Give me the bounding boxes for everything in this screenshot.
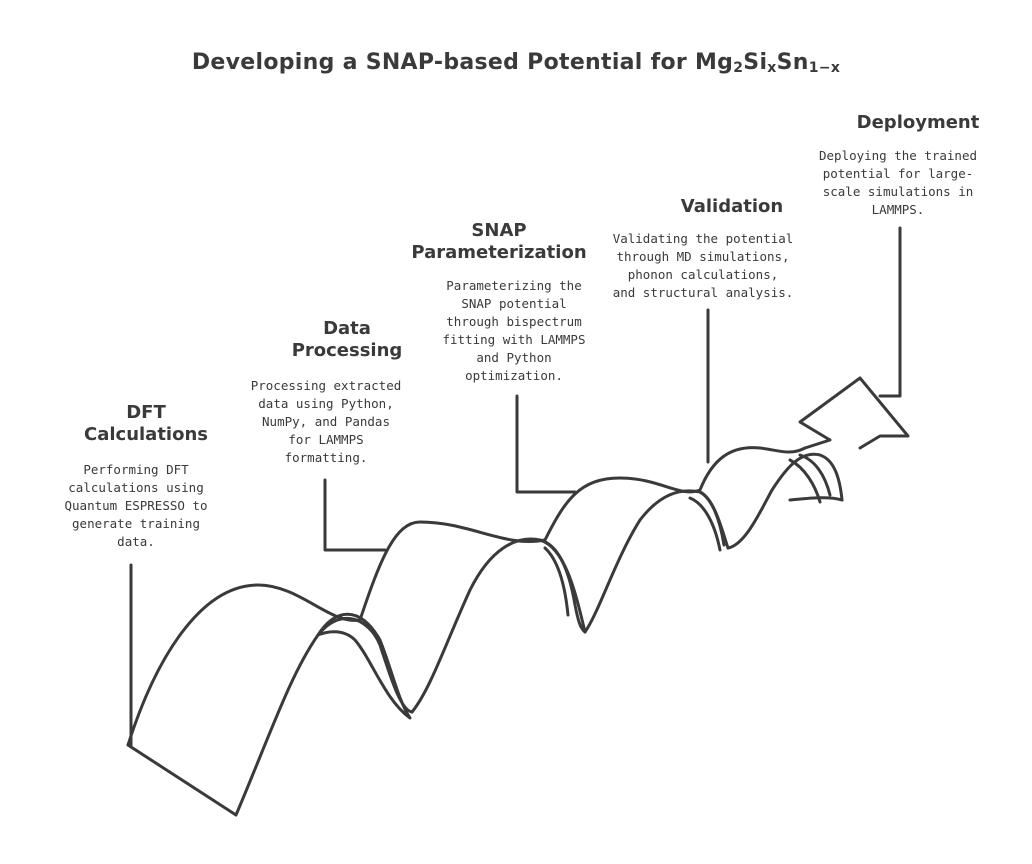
step-2-desc-line-5: formatting. (284, 450, 368, 465)
step-1-desc-line-1: Performing DFT (83, 462, 189, 477)
step-1-desc-line-3: Quantum ESPRESSO to (64, 498, 208, 513)
title-sub-x: x (767, 60, 777, 76)
diagram-title: Developing a SNAP-based Potential for Mg… (0, 50, 1032, 76)
title-prefix: Developing a SNAP-based Potential for Mg (191, 50, 734, 75)
ribbon-tail (788, 496, 844, 502)
step-2-title: Data Processing (267, 318, 427, 362)
step-4-title-line-1: Validation (680, 196, 784, 217)
step-4-desc-line-2: through MD simulations, (616, 249, 790, 264)
title-sn: Sn (776, 50, 809, 75)
step-4-description: Validating the potential through MD simu… (588, 230, 818, 302)
title-si: Si (743, 50, 768, 75)
step-2-desc-line-2: data using Python, (258, 396, 394, 411)
step-2-description: Processing extracted data using Python, … (226, 377, 426, 467)
ribbon-hump-4 (726, 452, 844, 550)
step-5-desc-line-1: Deploying the trained (818, 148, 978, 163)
step-5-description: Deploying the trained potential for larg… (798, 147, 998, 219)
ribbon-bottom-edge (126, 616, 414, 817)
step-4-desc-line-4: and structural analysis. (612, 285, 794, 300)
ribbon-hump-2 (410, 537, 587, 714)
step-2-desc-line-4: for LAMMPS (288, 432, 364, 447)
ribbon-arch-4 (788, 453, 832, 504)
step-3-title-line-2: Parameterization (411, 242, 587, 263)
step-3-title-line-1: SNAP (471, 220, 527, 241)
step-4-title: Validation (652, 196, 812, 218)
title-sub-2: 2 (733, 60, 744, 76)
step-4-desc-line-1: Validating the potential (612, 231, 794, 246)
step-1-title-line-2: Calculations (84, 424, 208, 445)
step-3-desc-line-4: fitting with LAMMPS (442, 332, 586, 347)
step-3-desc-line-5: and Python (476, 350, 552, 365)
title-sub-1x: 1−x (808, 60, 841, 76)
step-5-desc-line-3: scale simulations in (822, 184, 974, 199)
step-1-desc-line-5: data. (117, 534, 155, 549)
step-1-description: Performing DFT calculations using Quantu… (36, 461, 236, 551)
step-5-title: Deployment (838, 112, 998, 134)
step-1-desc-line-4: generate training (72, 516, 200, 531)
step-4-desc-line-3: phonon calculations, (627, 267, 779, 282)
step-1-desc-line-2: calculations using (68, 480, 204, 495)
ribbon-arch-1 (316, 612, 412, 720)
step-3-desc-line-1: Parameterizing the (446, 278, 582, 293)
ribbon-arch-2 (538, 538, 587, 634)
connector-step-2 (323, 478, 387, 552)
step-5-desc-line-4: LAMMPS. (871, 202, 925, 217)
step-1-title-line-1: DFT (126, 402, 166, 423)
step-5-desc-line-2: potential for large- (822, 166, 974, 181)
step-2-title-line-1: Data (323, 318, 371, 339)
step-1-title: DFT Calculations (66, 402, 226, 446)
connector-step-5 (878, 226, 902, 398)
step-3-desc-line-2: SNAP potential (461, 296, 567, 311)
step-3-description: Parameterizing the SNAP potential throug… (414, 277, 614, 385)
connector-step-3 (515, 394, 577, 494)
step-2-desc-line-1: Processing extracted (250, 378, 402, 393)
step-3-desc-line-6: optimization. (465, 368, 563, 383)
step-3-title: SNAP Parameterization (409, 220, 589, 264)
step-2-desc-line-3: NumPy, and Pandas (262, 414, 390, 429)
step-5-title-line-1: Deployment (856, 112, 980, 133)
step-3-desc-line-3: through bispectrum (446, 314, 582, 329)
ribbon-arch-3 (688, 490, 726, 552)
step-2-title-line-2: Processing (291, 340, 403, 361)
